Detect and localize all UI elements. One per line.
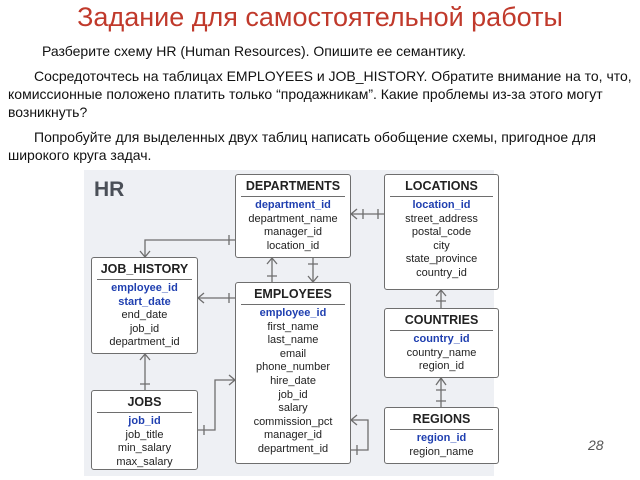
table-column: min_salary bbox=[117, 442, 172, 455]
table-divider bbox=[390, 330, 493, 331]
table-column: department_id bbox=[109, 336, 180, 349]
task-paragraph-1: Разберите схему HR (Human Resources). Оп… bbox=[42, 43, 467, 59]
table-column: postal_code bbox=[411, 226, 472, 239]
table-column: location_id bbox=[266, 239, 320, 252]
table-column: region_id bbox=[418, 360, 465, 373]
table-divider bbox=[390, 429, 493, 430]
table-name: LOCATIONS bbox=[405, 179, 478, 193]
table-column: department_name bbox=[248, 212, 338, 225]
table-divider bbox=[241, 196, 345, 197]
task-paragraph-2: Сосредоточтесь на таблицах EMPLOYEES и J… bbox=[8, 68, 632, 120]
primary-key-column: employee_id bbox=[111, 282, 178, 294]
primary-key-column: start_date bbox=[118, 295, 171, 308]
table-column: commission_pct bbox=[253, 415, 333, 428]
table-name: JOB_HISTORY bbox=[100, 262, 189, 276]
primary-key-column: region_id bbox=[416, 432, 467, 444]
table-column: country_name bbox=[406, 346, 477, 359]
table-column: last_name bbox=[267, 334, 319, 347]
table-column: city bbox=[433, 239, 450, 252]
table-column: region_name bbox=[409, 445, 474, 458]
table-name: COUNTRIES bbox=[404, 313, 479, 327]
table-name: REGIONS bbox=[412, 412, 471, 426]
primary-key-column: country_id bbox=[413, 333, 470, 345]
table-column: job_id bbox=[129, 322, 160, 335]
table-column: hire_date bbox=[270, 374, 316, 387]
table-column: job_title bbox=[125, 428, 164, 441]
primary-key-column: employee_id bbox=[259, 307, 327, 319]
table-column: salary bbox=[278, 402, 308, 415]
table-divider bbox=[241, 304, 345, 305]
slide-title: Задание для самостоятельной работы bbox=[77, 2, 563, 32]
primary-key-column: location_id bbox=[412, 199, 471, 211]
schema-label: HR bbox=[94, 178, 125, 201]
table-column: job_id bbox=[278, 388, 308, 401]
page-number: 28 bbox=[588, 437, 604, 453]
table-divider bbox=[97, 279, 192, 280]
table-name: JOBS bbox=[127, 395, 162, 409]
table-column: email bbox=[279, 347, 307, 360]
table-name: DEPARTMENTS bbox=[245, 179, 341, 193]
table-column: manager_id bbox=[263, 429, 323, 442]
table-column: first_name bbox=[267, 320, 319, 333]
primary-key-column: department_id bbox=[255, 199, 331, 211]
table-column: department_id bbox=[257, 442, 329, 455]
table-divider bbox=[390, 196, 493, 197]
table-divider bbox=[97, 412, 192, 413]
table-column: manager_id bbox=[263, 226, 323, 239]
table-column: end_date bbox=[121, 309, 168, 322]
task-paragraph-3: Попробуйте для выделенных двух таблиц на… bbox=[8, 129, 596, 163]
table-column: phone_number bbox=[255, 361, 330, 374]
table-column: state_province bbox=[405, 253, 478, 266]
table-column: country_id bbox=[416, 266, 467, 279]
primary-key-column: job_id bbox=[128, 415, 161, 427]
table-column: street_address bbox=[405, 212, 478, 225]
table-column: max_salary bbox=[116, 455, 173, 468]
table-name: EMPLOYEES bbox=[254, 287, 332, 301]
